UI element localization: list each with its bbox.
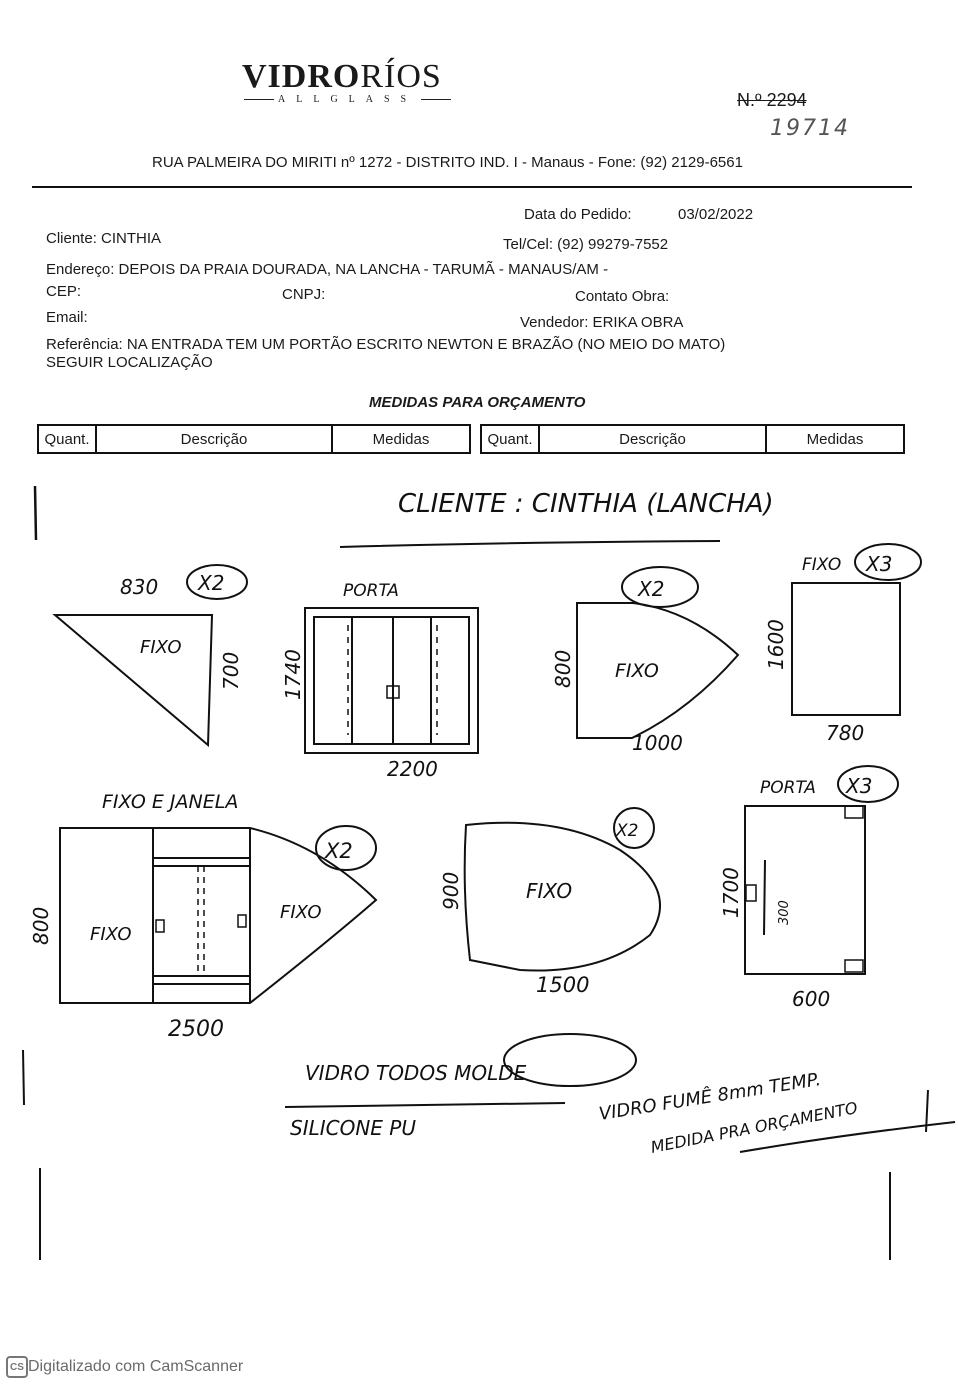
panel-label: FIXO — [90, 924, 132, 945]
seller-field: Vendedor: ERIKA OBRA — [520, 314, 684, 331]
dim-label: 300 — [777, 900, 792, 925]
molde-circle — [503, 1033, 637, 1087]
qty-circle — [315, 825, 377, 871]
qty-label: X2 — [637, 577, 664, 601]
qty-label: X3 — [845, 774, 872, 798]
dim-label: 2500 — [168, 1017, 224, 1042]
margin-mark — [33, 485, 38, 541]
panel-label: FIXO — [526, 879, 572, 903]
cep-field: CEP: — [46, 283, 82, 300]
sketch-title: CLIENTE : CINTHIA (LANCHA) — [398, 489, 774, 519]
door-panel-1: PORTA 1740 2200 — [281, 581, 479, 781]
shield-panel-2: X2 FIXO 900 1500 — [439, 807, 661, 997]
panel-label: PORTA — [760, 778, 816, 798]
col-medidas: Medidas — [372, 430, 430, 448]
qty-circle — [613, 807, 655, 849]
dim-label: 1000 — [632, 731, 683, 755]
panel-label: FIXO — [802, 555, 841, 575]
dim-label: 900 — [439, 872, 463, 910]
scanner-watermark: Digitalizado com CamScanner — [28, 1358, 244, 1375]
panel-label: PORTA — [343, 581, 399, 601]
panel-label: FIXO — [280, 902, 322, 923]
title-underline — [339, 540, 721, 548]
note-silicone: SILICONE PU — [290, 1116, 416, 1140]
company-address: RUA PALMEIRA DO MIRITI nº 1272 - DISTRIT… — [152, 154, 743, 171]
email-field: Email: — [46, 309, 88, 326]
cnpj-field: CNPJ: — [282, 286, 326, 303]
qty-circle — [621, 566, 699, 608]
qty-label: X2 — [197, 571, 224, 595]
margin-mark — [22, 1049, 25, 1106]
col-quant: Quant. — [482, 426, 540, 452]
notes: VIDRO TODOS MOLDE SILICONE PU VIDRO FUMÊ… — [284, 1033, 956, 1157]
col-descricao: Descrição — [97, 426, 333, 452]
qty-circle — [854, 543, 922, 581]
dim-label: 1600 — [764, 619, 788, 670]
table-header-right: Quant. Descrição Medidas — [480, 424, 905, 454]
dim-label: 780 — [826, 721, 864, 745]
qty-label: X3 — [865, 552, 892, 576]
door-panel-2: PORTA X3 1700 300 600 — [719, 765, 899, 1011]
window-panel: FIXO E JANELA X2 FIXO FIXO 800 2500 — [29, 791, 378, 1042]
camscanner-icon: CS — [6, 1356, 28, 1378]
order-number-handwritten: 19714 — [770, 116, 850, 141]
dim-label: 1740 — [281, 649, 305, 700]
order-date-value: 03/02/2022 — [678, 206, 754, 223]
reference-field: Referência: NA ENTRADA TEM UM PORTÃO ESC… — [46, 336, 726, 353]
phone-field: Tel/Cel: (92) 99279-7552 — [503, 236, 669, 253]
dim-label: 1500 — [536, 973, 589, 997]
contact-field: Contato Obra: — [575, 288, 670, 305]
company-logo-subtitle: ALLGLASS — [240, 94, 455, 105]
fixed-panel-1: FIXO X3 1600 780 — [764, 543, 922, 745]
qty-circle — [837, 765, 899, 803]
qty-label: X2 — [324, 839, 353, 863]
col-descricao: Descrição — [540, 426, 767, 452]
panel-label: FIXO — [615, 660, 659, 682]
shield-panel-1: X2 FIXO 800 1000 — [551, 566, 740, 755]
col-medidas: Medidas — [806, 430, 864, 448]
triangle-panel: 830 X2 FIXO 700 — [52, 564, 248, 748]
qty-circle — [186, 564, 248, 600]
col-quant: Quant. — [39, 426, 97, 452]
dim-label: 2200 — [387, 757, 438, 781]
address-field: Endereço: DEPOIS DA PRAIA DOURADA, NA LA… — [46, 261, 609, 278]
company-logo: VIDRORÍOS — [242, 58, 442, 95]
order-number-printed: N.º 2294 — [737, 90, 807, 110]
dim-label: 600 — [792, 987, 830, 1011]
dim-label: 800 — [551, 650, 575, 688]
bottom-bracket — [39, 1168, 891, 1260]
table-header-left: Quant. Descrição Medidas — [37, 424, 471, 454]
note-vidro: VIDRO TODOS MOLDE — [305, 1061, 527, 1085]
qty-label: X2 — [615, 821, 638, 841]
reference-field-line2: SEGUIR LOCALIZAÇÃO — [46, 354, 213, 371]
section-title: MEDIDAS PARA ORÇAMENTO — [369, 394, 586, 411]
sketch-area: CLIENTE : CINTHIA (LANCHA) 830 X2 FIXO 7… — [22, 485, 956, 1260]
dim-label: 1700 — [719, 867, 743, 918]
dim-label: 700 — [219, 652, 243, 690]
order-date-label: Data do Pedido: — [524, 206, 632, 223]
dim-label: 800 — [29, 907, 53, 945]
panel-label: FIXO — [140, 637, 182, 658]
client-field: Cliente: CINTHIA — [46, 230, 162, 247]
header-divider — [32, 186, 912, 188]
panel-label: FIXO E JANELA — [102, 791, 238, 813]
dim-label: 830 — [120, 575, 158, 599]
margin-mark — [925, 1089, 929, 1133]
